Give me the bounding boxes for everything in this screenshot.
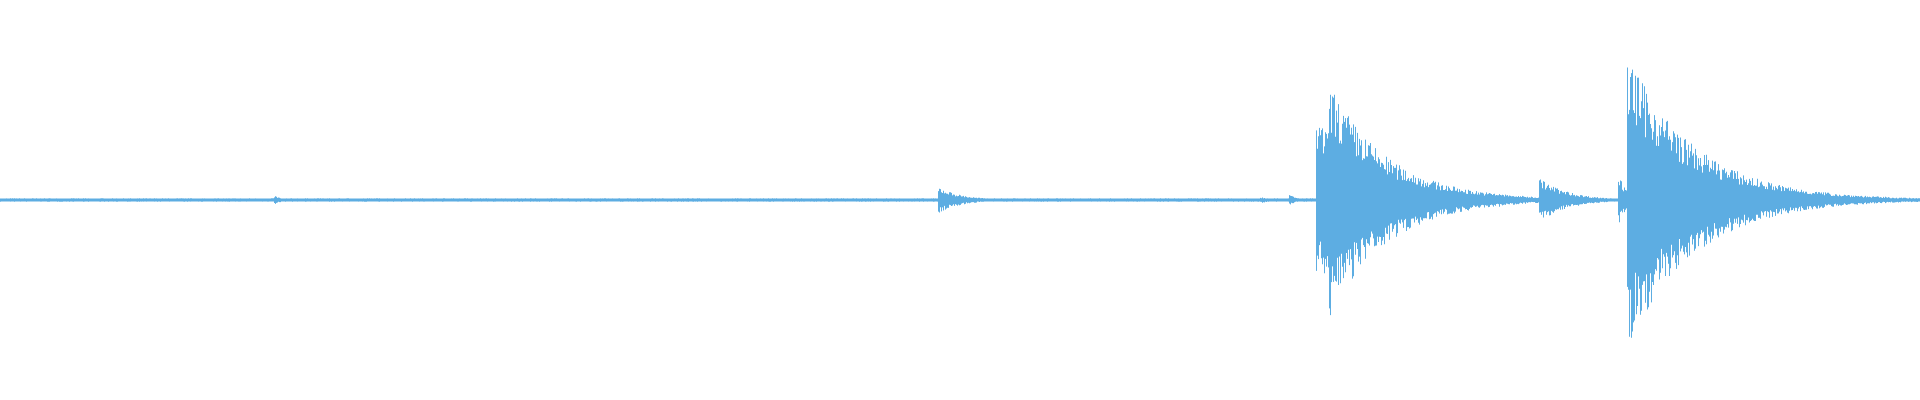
- audio-waveform[interactable]: [0, 0, 1920, 400]
- waveform-graphic[interactable]: [0, 0, 1920, 400]
